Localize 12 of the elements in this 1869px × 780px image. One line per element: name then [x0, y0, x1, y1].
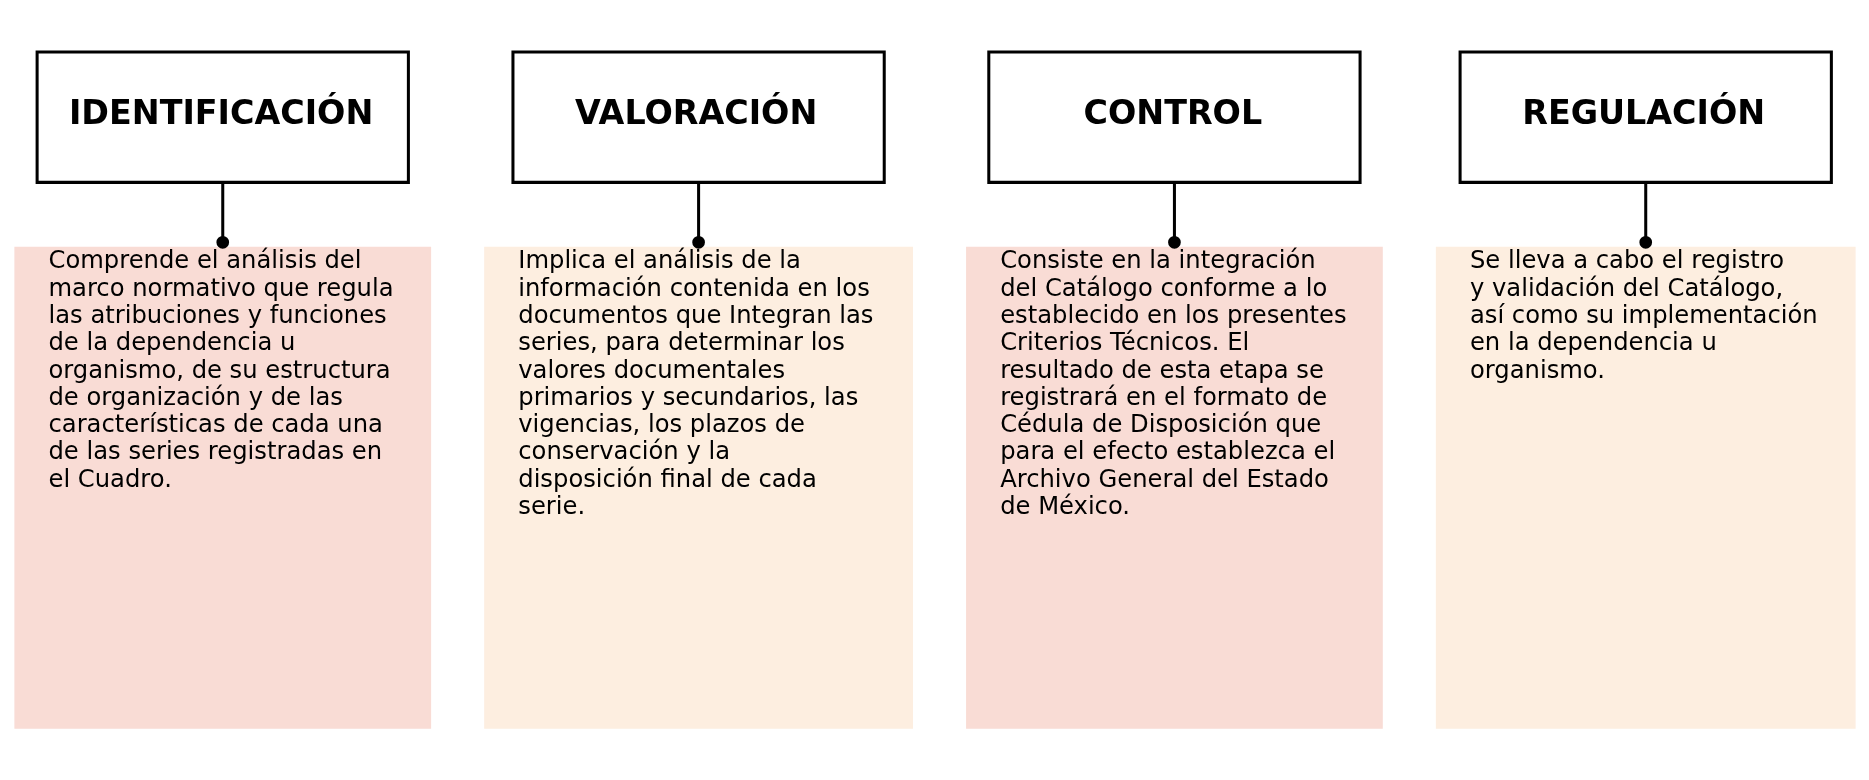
- node-box: Se lleva a cabo el registro y validación del Catálogo, así como su implementación en la dependencia u organismo.: [1435, 246, 1856, 729]
- node-box: Implica el análisis de la información contenida en los documentos que Integran las series, para determinar los valores documentales primarios y secundarios, las vigencias, los plazos de conservación y la disposición final de cada serie.: [483, 246, 913, 729]
- connector: [1638, 182, 1652, 249]
- node-box: IDENTIFICACIÓN: [35, 50, 410, 184]
- connector: [1167, 182, 1181, 249]
- connector: [215, 182, 229, 249]
- node-box: REGULACIÓN: [1458, 50, 1833, 184]
- node-box: Comprende el análisis del marco normativo que regula las atribuciones y funciones de la dependencia u organismo, de su estructura de organización y de las características de cada una de las series registradas en el Cuadro.: [13, 246, 431, 729]
- node-box: CONTROL: [986, 50, 1362, 184]
- node-box: Consiste en la integración del Catálogo conforme a lo establecido en los presentes Criterios Técnicos. El resultado de esta etapa se registrará en el formato de Cédula de Disposición que para el efecto establezca el Archivo General del Estado de México.: [965, 246, 1383, 729]
- connector: [691, 182, 705, 249]
- node-box: VALORACIÓN: [510, 50, 886, 184]
